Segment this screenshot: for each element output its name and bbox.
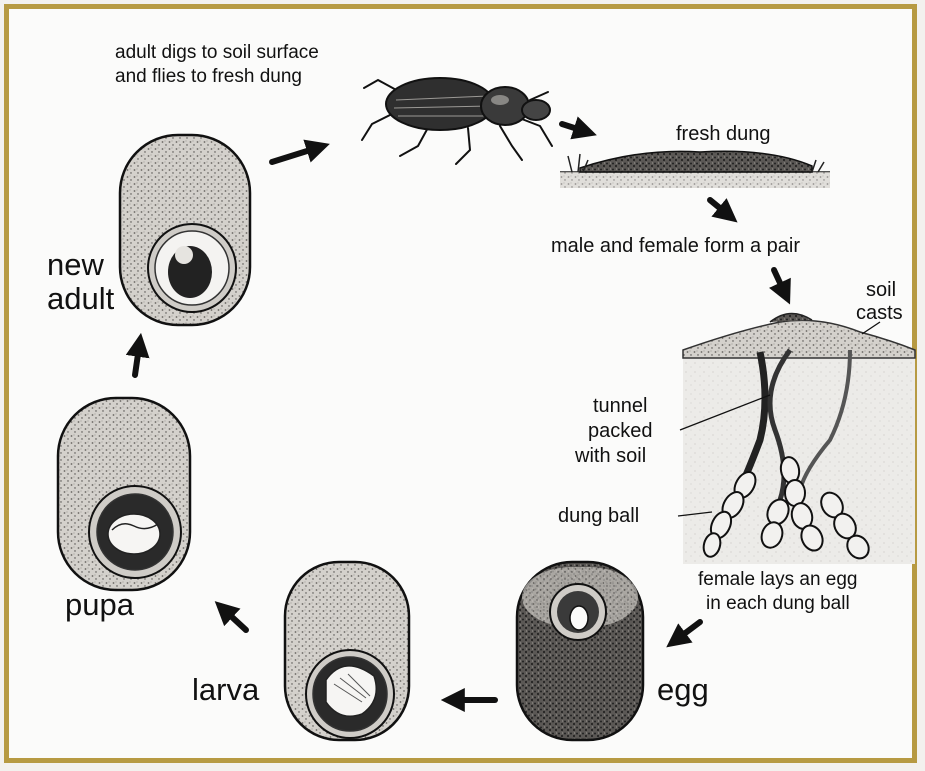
- label-dung-ball: dung ball: [558, 506, 639, 528]
- label-new: new: [47, 248, 104, 281]
- label-adult: adult: [47, 282, 114, 315]
- adult-beetle-icon: [362, 78, 552, 164]
- label-fresh-dung: fresh dung: [676, 124, 771, 146]
- label-packed: packed: [588, 421, 653, 443]
- label-adult-digs: adult digs to soil surface: [115, 43, 319, 64]
- label-with-soil: with soil: [575, 446, 646, 468]
- label-pupa: pupa: [65, 588, 134, 621]
- label-lays-egg: female lays an egg: [698, 570, 858, 591]
- label-each-dung-ball: in each dung ball: [706, 594, 850, 615]
- brood-ball-pupa: [58, 398, 190, 590]
- brood-ball-new-adult: [120, 135, 250, 325]
- label-flies-to-dung: and flies to fresh dung: [115, 67, 302, 88]
- label-larva: larva: [192, 673, 259, 706]
- label-soil: soil: [866, 280, 896, 302]
- brood-ball-larva: [285, 562, 409, 740]
- label-egg: egg: [657, 673, 709, 706]
- label-casts: casts: [856, 303, 903, 325]
- brood-ball-egg: [517, 562, 643, 740]
- soil-cross-section: [678, 313, 915, 564]
- fresh-dung-pat: [560, 151, 830, 188]
- label-tunnel: tunnel: [593, 396, 648, 418]
- label-form-pair: male and female form a pair: [551, 236, 800, 258]
